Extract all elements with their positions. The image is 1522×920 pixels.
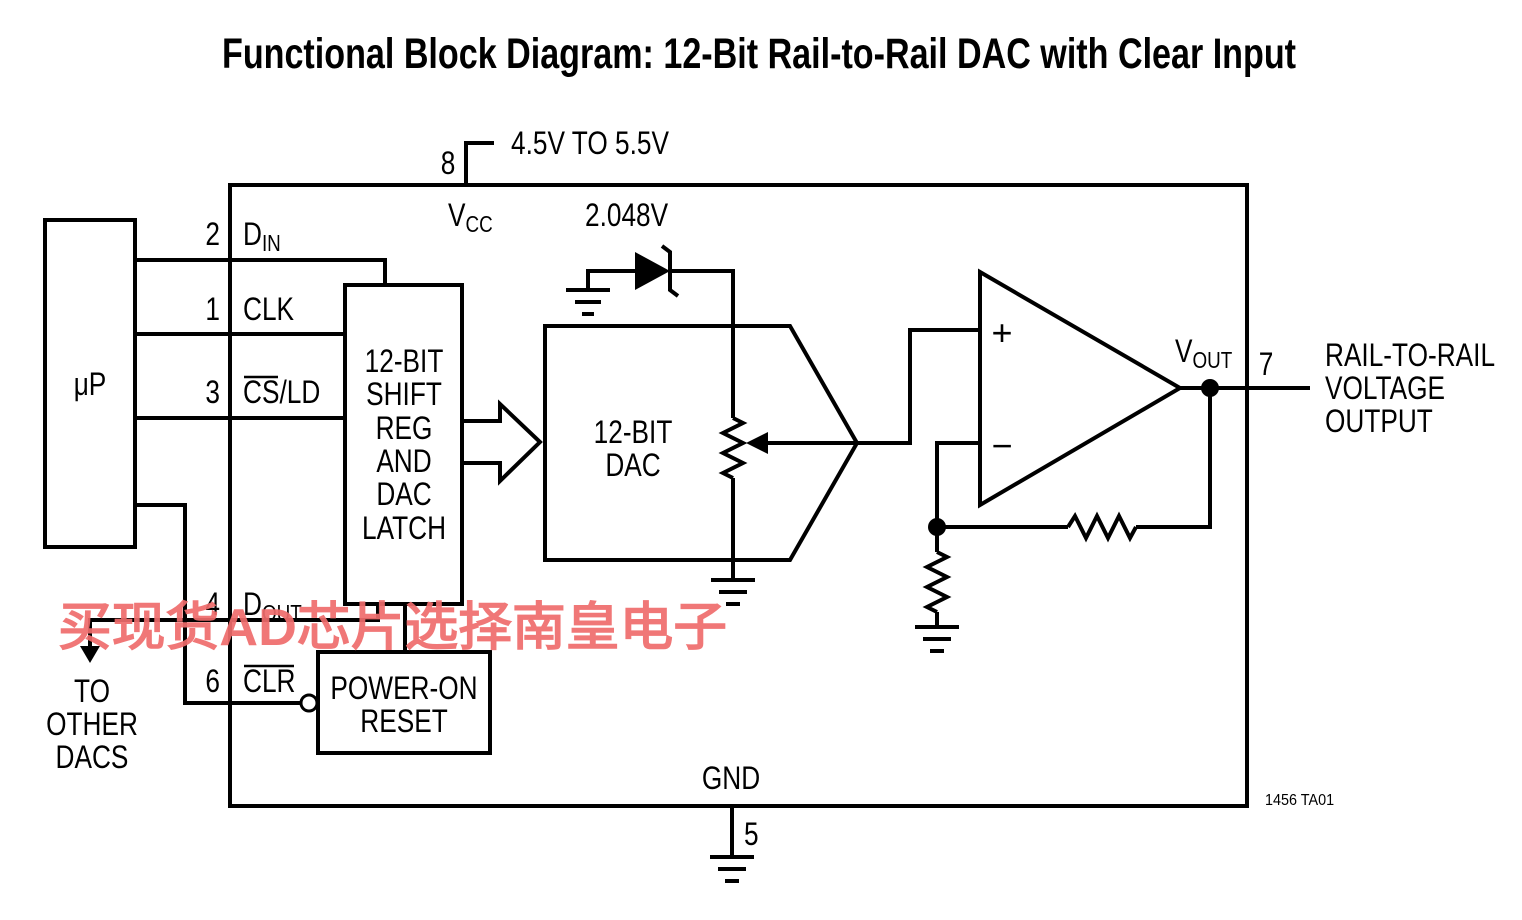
clr-pin-number: 6 <box>205 665 220 700</box>
inverting-input-wire <box>935 441 980 527</box>
noninverting-input-sign: + <box>991 312 1012 353</box>
microprocessor-block <box>43 218 137 549</box>
shift-register-label-line: AND <box>376 445 431 480</box>
voltage-reference: 2.048V <box>566 199 768 606</box>
ground-symbol <box>711 578 755 606</box>
data-bus-arrow <box>460 399 543 486</box>
power-on-reset-label-line: POWER-ON <box>330 672 477 707</box>
vcc-pin-number: 8 <box>441 147 456 182</box>
clk-pin-number: 1 <box>205 293 220 328</box>
gnd-pin: GND 5 <box>702 762 760 883</box>
shift-register-label-line: DAC <box>376 478 431 513</box>
shift-register: 12-BIT SHIFT REG AND DAC LATCH <box>343 283 464 606</box>
gnd-label: GND <box>702 762 760 797</box>
dout-label-sub: OUT <box>262 601 302 626</box>
feedback-resistor <box>1066 511 1138 543</box>
power-on-reset-label-line: RESET <box>360 705 448 740</box>
gnd-pin-number: 5 <box>744 818 759 853</box>
cs-ld-pin-label: CS/LD <box>243 376 320 411</box>
din-pin-number: 2 <box>205 218 220 253</box>
shift-register-label-line: SHIFT <box>366 378 442 413</box>
shift-register-block <box>343 283 464 606</box>
supply-range-label: 4.5V TO 5.5V <box>511 127 669 162</box>
cs-label: CS <box>243 376 279 411</box>
vcc-label-main: V <box>448 199 466 234</box>
ground-symbol <box>710 855 754 883</box>
vcc-label-sub: CC <box>466 212 493 237</box>
dout-wire <box>88 604 380 648</box>
dout-pin-label: DOUT <box>243 588 302 627</box>
shift-register-label-line: LATCH <box>362 512 446 547</box>
dac-label-line: 12-BIT <box>594 416 673 451</box>
chip-outline <box>228 183 1249 808</box>
vcc-supply-wire <box>464 141 494 185</box>
reference-voltage-label: 2.048V <box>585 199 669 234</box>
ground-symbol <box>915 625 959 653</box>
vout-label-sub: OUT <box>1193 348 1233 373</box>
power-on-reset-block <box>316 650 492 755</box>
vout-pin-number: 7 <box>1259 348 1274 383</box>
ld-label: /LD <box>279 376 320 411</box>
ground-symbol <box>566 288 610 316</box>
din-pin-label: DIN <box>243 218 281 257</box>
vcc-pin-label: VCC <box>448 199 493 238</box>
dout-destination-line: DACS <box>56 741 129 776</box>
output-label-line: VOLTAGE <box>1325 372 1445 407</box>
figure-code: 1456 TA01 <box>1265 791 1334 809</box>
reference-wire <box>670 269 735 418</box>
dout-arrow-head <box>80 646 100 663</box>
output-junction-dot <box>1201 379 1219 397</box>
dout-destination-line: TO <box>74 675 110 710</box>
gain-resistor <box>922 550 952 614</box>
dac-block <box>543 324 860 562</box>
output-label-line: OUTPUT <box>1325 405 1433 440</box>
vout-pin-label: VOUT <box>1175 335 1232 374</box>
dac-output-wire <box>764 328 980 445</box>
clr-wire <box>135 503 300 705</box>
clr-inversion-bubble <box>299 693 319 713</box>
din-label-main: D <box>243 218 262 253</box>
vout-label-main: V <box>1175 335 1193 370</box>
shift-register-label-line: 12-BIT <box>365 345 444 380</box>
output-label-line: RAIL-TO-RAIL <box>1325 339 1495 374</box>
wiper-arrow-head <box>746 432 768 454</box>
dout-label-main: D <box>243 588 262 623</box>
output-amplifier-group: + − <box>915 268 1310 653</box>
din-label-sub: IN <box>262 231 281 256</box>
zener-diode-triangle <box>635 252 670 290</box>
din-wire <box>135 258 387 285</box>
diagram-title: Functional Block Diagram: 12-Bit Rail-to… <box>222 30 1296 78</box>
shift-register-label-line: REG <box>376 412 433 447</box>
feedback-junction-dot <box>928 518 946 536</box>
dout-pin-number: 4 <box>205 588 220 623</box>
feedback-return-wire <box>1136 388 1212 529</box>
power-on-reset: POWER-ON RESET <box>316 650 492 755</box>
vcc-pin: 8 4.5V TO 5.5V VCC <box>441 127 670 238</box>
dac-label-line: DAC <box>605 449 660 484</box>
microprocessor: μP <box>43 218 137 549</box>
clk-pin-label: CLK <box>243 293 294 328</box>
clr-pin-label: CLR <box>243 665 295 700</box>
watermark: 买现货AD芯片选择南皇电子 <box>58 599 727 657</box>
microprocessor-label: μP <box>74 368 107 403</box>
inverting-input-sign: − <box>991 425 1012 466</box>
output-amplifier <box>978 268 1184 509</box>
dac-ladder-resistor <box>718 416 748 480</box>
dac: 12-BIT DAC <box>543 324 860 562</box>
cs-ld-pin-number: 3 <box>205 376 220 411</box>
dout-destination-line: OTHER <box>46 708 138 743</box>
